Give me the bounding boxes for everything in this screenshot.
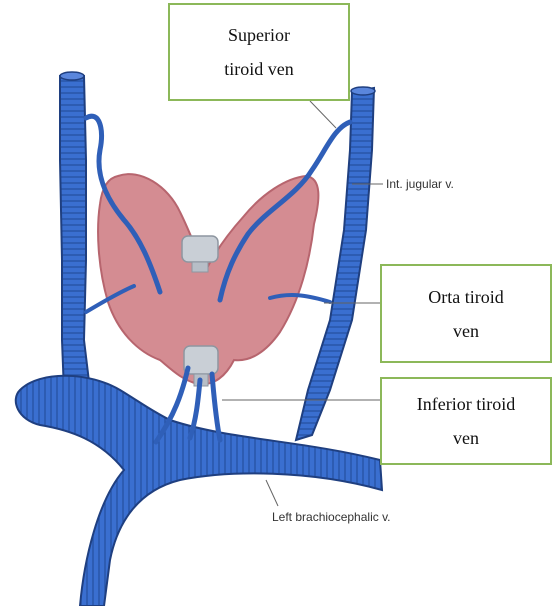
internal-jugular-vein-label: Int. jugular v. [386,177,454,191]
superior-label-line-1: Superior [228,18,290,52]
left-jugular-top [60,72,84,80]
inferior-label-line-1: Inferior tiroid [417,387,515,421]
orta-label-line-2: ven [453,314,479,348]
superior-thyroid-vein-label: Superior tiroid ven [168,3,350,101]
right-jugular-top [351,87,375,95]
left-internal-jugular-vein [60,76,90,392]
middle-thyroid-vein-label: Orta tiroid ven [380,264,552,363]
left-brachiocephalic-vein-label: Left brachiocephalic v. [272,510,391,524]
superior-label-line-2: tiroid ven [224,52,294,86]
inferior-thyroid-vein-label: Inferior tiroid ven [380,377,552,465]
orta-label-line-1: Orta tiroid [428,280,503,314]
brachiocephalic-trunk [16,376,382,606]
inferior-label-line-2: ven [453,421,479,455]
